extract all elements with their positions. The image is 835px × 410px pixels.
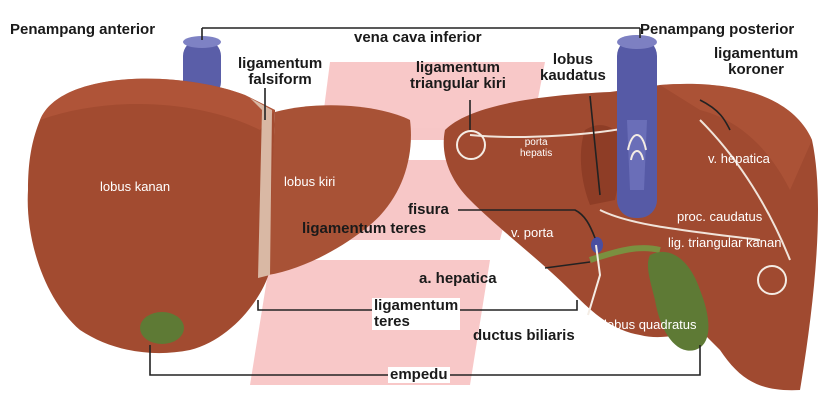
- label-v-porta: v. porta: [511, 226, 553, 240]
- label-lig-triangular-kanan: lig. triangular kanan: [668, 236, 781, 250]
- label-lobus-kiri: lobus kiri: [284, 175, 335, 189]
- label-fisura: fisura: [408, 202, 449, 218]
- label-v-hepatica: v. hepatica: [708, 152, 770, 166]
- label-ligamentum-falsiform: ligamentum falsiform: [238, 56, 322, 88]
- label-ligamentum-triangular-kiri: ligamentum triangular kiri: [410, 60, 506, 92]
- label-penampang-posterior: Penampang posterior: [640, 22, 794, 38]
- label-porta-hepatis: porta hepatis: [520, 138, 552, 159]
- label-proc-caudatus: proc. caudatus: [677, 210, 762, 224]
- left-lobe-shape: [268, 105, 411, 275]
- label-penampang-anterior: Penampang anterior: [10, 22, 155, 38]
- label-lobus-kanan: lobus kanan: [100, 180, 170, 194]
- label-ligamentum-teres-lower: ligamentum teres: [372, 298, 460, 330]
- gallbladder-anterior: [140, 312, 184, 344]
- label-lobus-kaudatus: lobus kaudatus: [540, 52, 606, 84]
- label-a-hepatica: a. hepatica: [419, 271, 497, 287]
- label-vena-cava-inferior: vena cava inferior: [352, 30, 484, 46]
- label-ligamentum-teres-upper: ligamentum teres: [302, 221, 426, 237]
- label-ligamentum-koroner: ligamentum koroner: [714, 46, 798, 78]
- label-ductus-biliaris: ductus biliaris: [473, 328, 575, 344]
- label-lobus-quadratus: lobus quadratus: [604, 318, 697, 332]
- label-empedu: empedu: [388, 367, 450, 383]
